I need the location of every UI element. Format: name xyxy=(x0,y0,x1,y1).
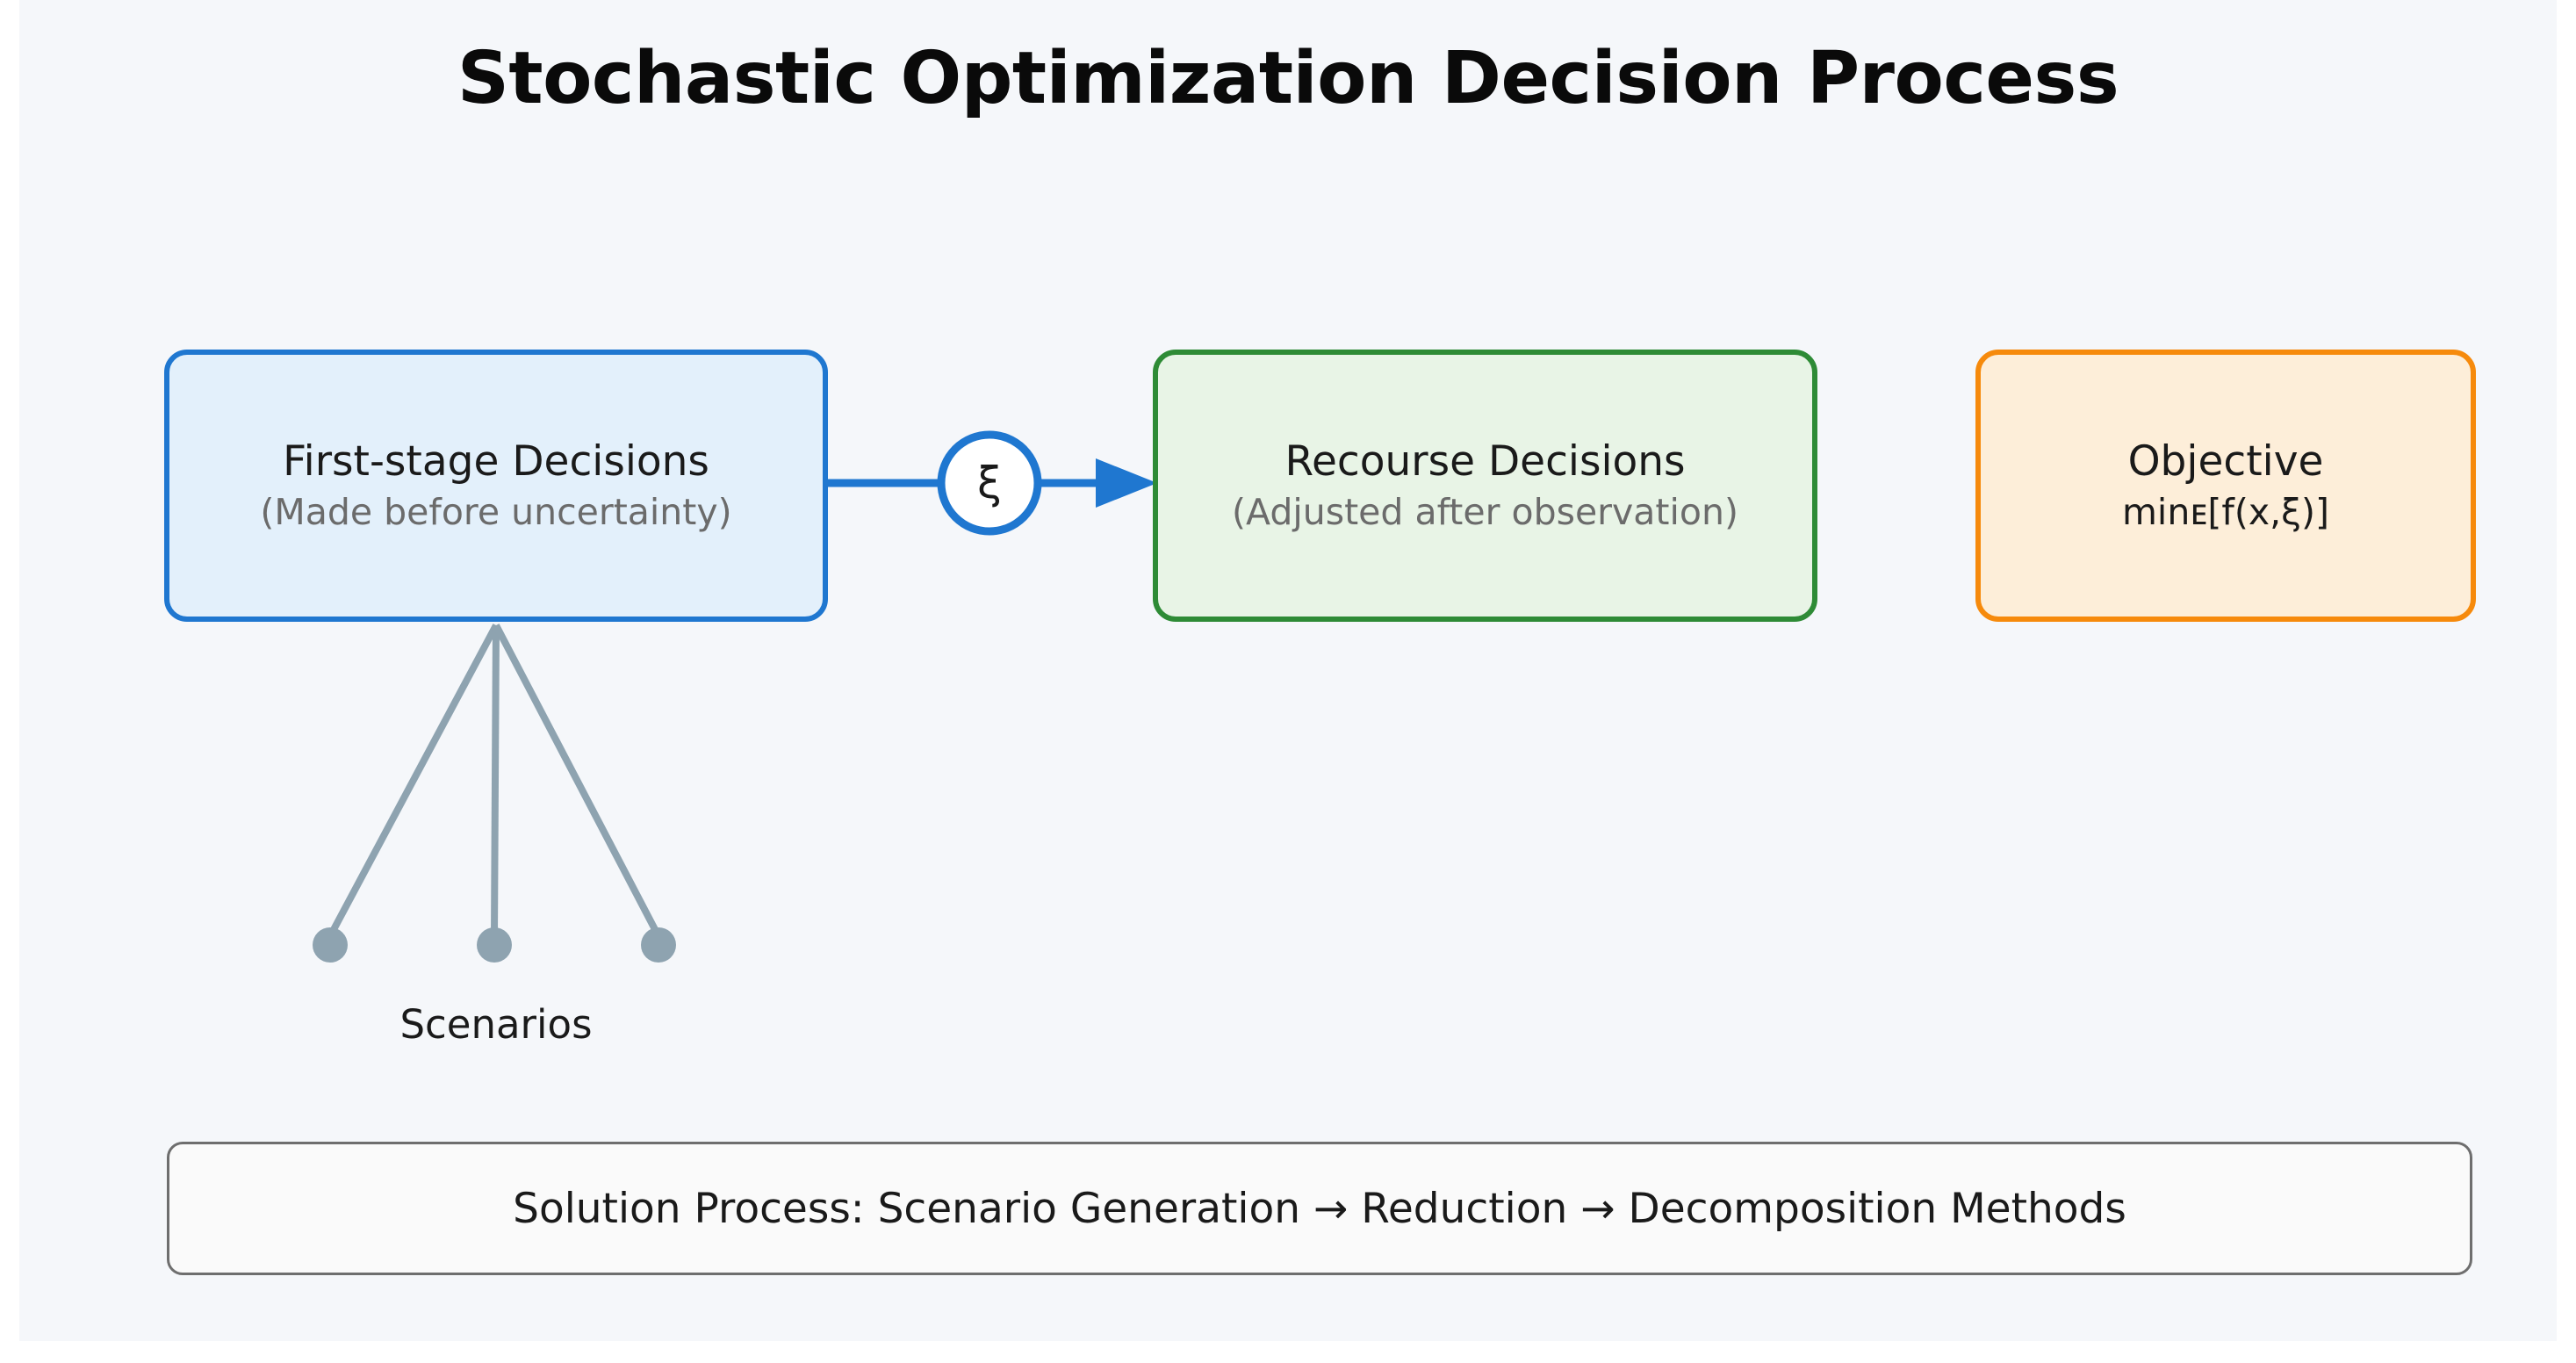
node-first-stage-decisions[interactable]: First-stage Decisions (Made before uncer… xyxy=(164,350,828,622)
arrowhead-icon xyxy=(1096,458,1157,508)
node-objective-title: Objective xyxy=(2127,436,2324,486)
scenario-branch-line-3 xyxy=(493,624,662,938)
node-recourse-title: Recourse Decisions xyxy=(1284,436,1686,486)
scenario-dot-2 xyxy=(477,927,512,963)
diagram-canvas xyxy=(19,0,2557,1341)
node-first-stage-subtitle: (Made before uncertainty) xyxy=(260,491,732,534)
solution-process-banner: Solution Process: Scenario Generation → … xyxy=(167,1142,2472,1275)
node-recourse-decisions[interactable]: Recourse Decisions (Adjusted after obser… xyxy=(1153,350,1817,622)
scenario-branch-line-2 xyxy=(491,624,500,937)
node-objective[interactable]: Objective minᴇ[f(x,ξ)] xyxy=(1975,350,2476,622)
solution-process-text: Solution Process: Scenario Generation → … xyxy=(513,1184,2126,1233)
scenarios-label: Scenarios xyxy=(399,1001,593,1048)
node-first-stage-title: First-stage Decisions xyxy=(283,436,709,486)
scenario-branch-line-1 xyxy=(327,624,500,938)
scenario-dot-3 xyxy=(641,927,676,963)
page-title: Stochastic Optimization Decision Process xyxy=(457,37,2119,120)
node-recourse-subtitle: (Adjusted after observation) xyxy=(1232,491,1738,534)
scenario-dot-1 xyxy=(313,927,348,963)
xi-circle-node xyxy=(937,430,1042,536)
node-objective-formula: minᴇ[f(x,ξ)] xyxy=(2121,491,2329,534)
